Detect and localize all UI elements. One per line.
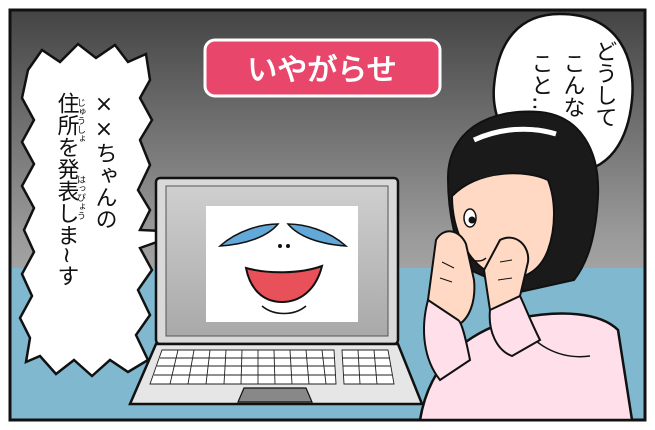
ruby-happyou: はっぴょう xyxy=(75,175,86,220)
laptop-screen xyxy=(206,206,358,322)
panel-border xyxy=(8,8,647,422)
left-bubble-line1: ××ちゃんの xyxy=(92,92,117,230)
right-eyebrow xyxy=(286,223,349,247)
left-eyebrow xyxy=(217,223,280,247)
laptop xyxy=(128,176,424,406)
left-speech-bubble: ××ちゃんの じゅうしょ はっぴょう 住所を発表しま~す xyxy=(18,42,186,378)
left-bubble-line2: 住所を発表しま~す xyxy=(54,92,80,286)
keyboard xyxy=(149,349,395,385)
right-bubble-line2: こんな xyxy=(560,52,585,118)
title-plate: いやがらせ xyxy=(203,38,442,98)
tongue-mouth xyxy=(244,264,324,304)
girl-character xyxy=(418,110,634,422)
right-bubble-line1: どうして xyxy=(592,40,617,128)
trackpad xyxy=(237,387,313,403)
right-bubble-line3: こと… xyxy=(528,52,553,118)
title-label: いやがらせ xyxy=(247,53,396,88)
ruby-jusho: じゅうしょ xyxy=(75,98,85,143)
